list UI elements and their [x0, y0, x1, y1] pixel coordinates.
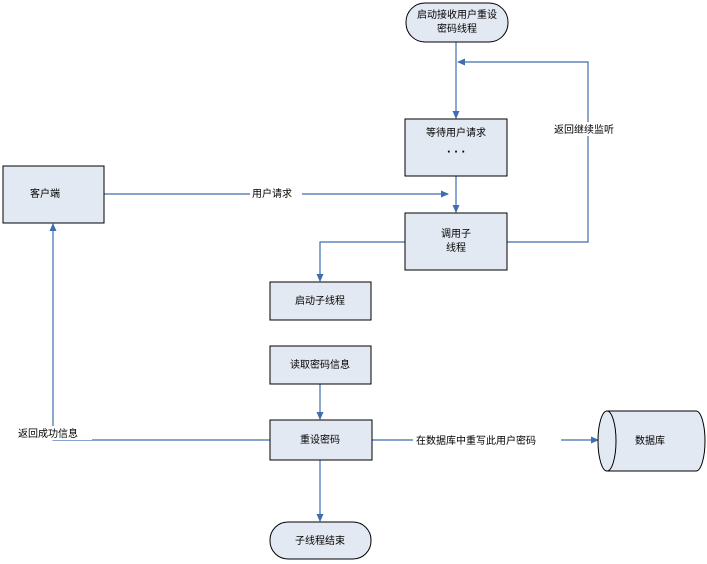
edge-label-return-listen: 返回继续监听: [554, 123, 614, 136]
node-call-line2: 线程: [446, 241, 466, 254]
node-wait-dots: · · ·: [447, 147, 465, 158]
edge-call-to-start-sub: [316, 241, 405, 282]
node-reset-label: 重设密码: [300, 433, 340, 446]
edge-return-listen: [457, 58, 589, 243]
node-start-subthread: 启动子线程: [269, 281, 372, 321]
node-end-label: 子线程结束: [295, 534, 345, 547]
node-read-label: 读取密码信息: [290, 358, 350, 371]
edge-return-success: [49, 223, 270, 441]
edge-label-write-db: 在数据库中重写此用户密码: [416, 434, 536, 447]
edge-label-user-request: 用户请求: [252, 187, 292, 200]
node-call-line1: 调用子: [441, 228, 471, 240]
edge-label-return-success: 返回成功信息: [18, 427, 78, 440]
node-call-subthread: 调用子 线程: [404, 212, 508, 271]
node-database: 数据库: [597, 410, 706, 472]
node-wait-label: 等待用户请求: [426, 126, 486, 139]
node-client-label: 客户端: [30, 187, 60, 200]
node-read-password: 读取密码信息: [269, 345, 372, 385]
node-reset-password: 重设密码: [269, 419, 373, 461]
node-start-thread: 启动接收用户重设 密码线程: [405, 2, 509, 43]
node-start-line2: 密码线程: [437, 22, 477, 35]
node-end-subthread: 子线程结束: [269, 521, 372, 560]
node-db-label: 数据库: [635, 434, 665, 447]
node-client: 客户端: [2, 165, 105, 224]
node-start-sub-label: 启动子线程: [295, 294, 345, 307]
node-wait-request: 等待用户请求 · · ·: [404, 118, 508, 177]
node-start-line1: 启动接收用户重设: [417, 8, 497, 21]
